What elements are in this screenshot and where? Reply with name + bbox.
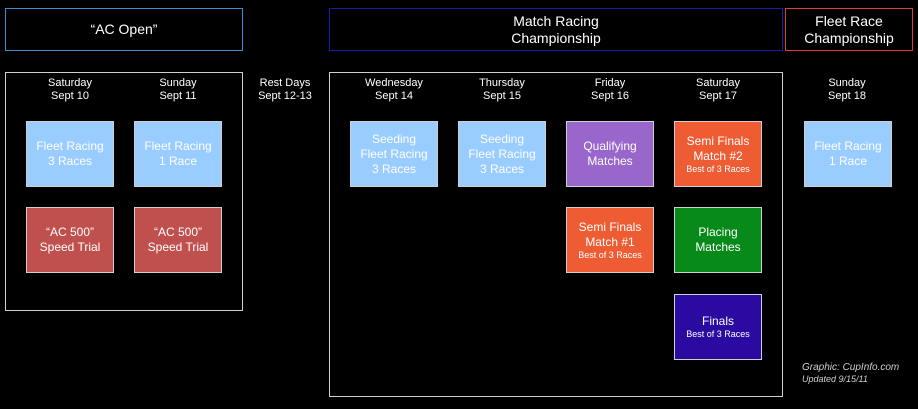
match-racing-panel [329,72,783,397]
credit-source: Graphic: CupInfo.com [802,362,900,373]
event-subtitle: Best of 3 Races [686,329,750,339]
event-speed-trial-sun11: “AC 500” Speed Trial [134,207,222,273]
event-qualifying-fri16: Qualifying Matches [566,121,654,187]
day-label: Thursday Sept 15 [479,77,525,102]
event-fleet-racing-sun18: Fleet Racing 1 Race [804,121,892,187]
event-seeding-wed14: Seeding Fleet Racing 3 Races [350,121,438,187]
event-fleet-racing-sat10: Fleet Racing 3 Races [26,121,114,187]
event-title: Fleet Racing 1 Race [144,139,212,168]
event-semi-finals-2: Semi Finals Match #2 Best of 3 Races [674,121,762,187]
event-title: Fleet Racing 1 Race [814,139,882,168]
credit-updated: Updated 9/15/11 [802,374,868,384]
event-title: Seeding Fleet Racing 3 Races [468,131,536,176]
fleet-race-header: Fleet Race Championship [785,8,913,51]
day-label: Wednesday Sept 14 [365,77,423,102]
day-label: Rest Days Sept 12-13 [258,77,312,102]
event-title: Semi Finals Match #1 [578,219,642,249]
day-label: Sunday Sept 18 [828,77,866,102]
event-subtitle: Best of 3 Races [578,249,642,260]
event-title: Seeding Fleet Racing 3 Races [360,131,428,176]
ac-open-header: “AC Open” [5,8,243,51]
ac-open-panel [5,72,243,311]
event-title: Finals [701,314,734,328]
event-title: Qualifying Matches [583,139,637,168]
event-seeding-thu15: Seeding Fleet Racing 3 Races [458,121,546,187]
day-label: Sunday Sept 11 [159,77,197,102]
graphic-credit: Graphic: CupInfo.com Updated 9/15/11 [802,362,899,384]
event-placing-matches: Placing Matches [674,207,762,273]
event-title: “AC 500” Speed Trial [147,225,209,254]
event-title: Semi Finals Match #2 [686,133,750,163]
event-title: Fleet Racing 3 Races [36,139,104,168]
day-label: Friday Sept 16 [591,77,629,102]
event-finals: Finals Best of 3 Races [674,294,762,360]
event-semi-finals-1: Semi Finals Match #1 Best of 3 Races [566,207,654,273]
match-racing-header: Match Racing Championship [329,8,783,51]
event-subtitle: Best of 3 Races [686,163,750,174]
day-label: Saturday Sept 17 [695,77,741,102]
event-speed-trial-sat10: “AC 500” Speed Trial [26,207,114,273]
day-label: Saturday Sept 10 [47,77,93,102]
event-title: Placing Matches [695,225,741,254]
event-fleet-racing-sun11: Fleet Racing 1 Race [134,121,222,187]
event-title: “AC 500” Speed Trial [39,225,101,254]
